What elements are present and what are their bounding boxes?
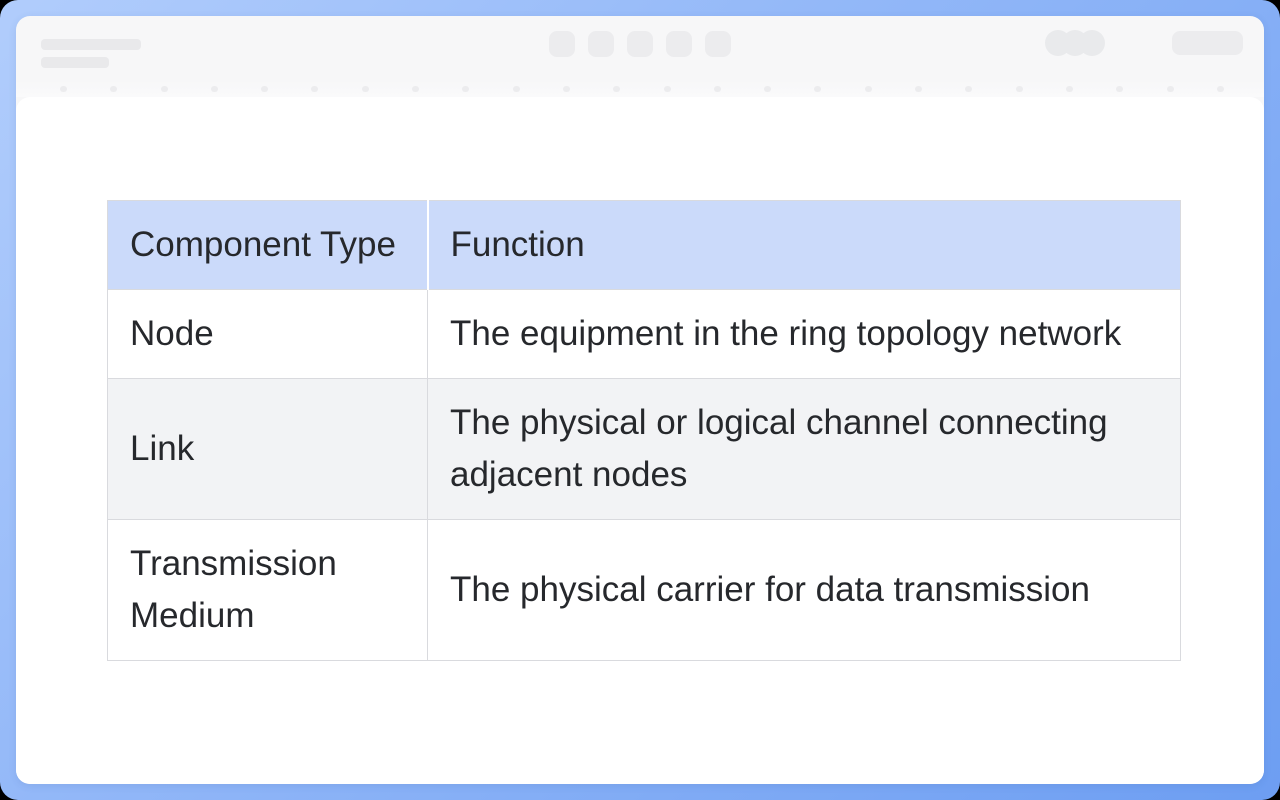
toolbar-button-icon[interactable]	[666, 31, 692, 57]
decorative-dot	[110, 85, 118, 92]
component-type-cell: Node	[107, 289, 428, 379]
browser-window: Component Type Function Node The equipme…	[16, 16, 1264, 784]
table-header-row: Component Type Function	[107, 200, 1181, 290]
component-type-cell: Link	[107, 378, 428, 520]
table-row: Link The physical or logical channel con…	[107, 378, 1181, 520]
function-cell: The physical or logical channel connecti…	[427, 378, 1181, 520]
table-row: Transmission Medium The physical carrier…	[107, 519, 1181, 661]
decorative-dot	[160, 85, 168, 92]
decorative-dot	[1216, 85, 1224, 92]
logo-placeholder	[41, 38, 141, 68]
decorative-dot	[60, 85, 67, 92]
decorative-dot	[412, 85, 420, 92]
decorative-dot	[764, 85, 772, 92]
decorative-dot	[663, 85, 671, 92]
decorative-dot	[361, 85, 369, 92]
toolbar-button-icon[interactable]	[588, 31, 614, 57]
toolbar-button-icon[interactable]	[549, 31, 575, 57]
decorative-dot	[713, 85, 721, 92]
toolbar-button-icon[interactable]	[627, 31, 653, 57]
decorative-dot	[1166, 85, 1174, 92]
decorative-dot	[462, 85, 470, 92]
toolbar-button-icon[interactable]	[705, 31, 731, 57]
column-header-function: Function	[426, 200, 1181, 290]
decorative-dot	[311, 85, 319, 92]
components-table: Component Type Function Node The equipme…	[107, 200, 1181, 661]
column-header-component-type: Component Type	[107, 200, 428, 290]
component-type-cell: Transmission Medium	[107, 519, 428, 661]
logo-bar-bottom	[41, 56, 109, 68]
table-row: Node The equipment in the ring topology …	[107, 289, 1181, 379]
decorative-dot	[915, 85, 923, 92]
decorative-dot	[1065, 85, 1073, 92]
decorative-dot	[261, 85, 269, 92]
dots-row	[16, 80, 1264, 97]
logo-bar-top	[41, 38, 141, 50]
toolbar-button-group	[549, 31, 731, 57]
decorative-dot	[210, 85, 218, 92]
decorative-dot	[965, 85, 973, 92]
avatar-group	[1045, 30, 1105, 56]
avatar[interactable]	[1079, 30, 1105, 56]
function-cell: The physical carrier for data transmissi…	[427, 519, 1181, 661]
decorative-dot	[864, 85, 872, 92]
action-pill-button[interactable]	[1172, 31, 1243, 55]
toolbar	[16, 16, 1264, 80]
decorative-dot	[1015, 85, 1023, 92]
decorative-dot	[562, 85, 570, 92]
decorative-dot	[613, 85, 621, 92]
toolbar-right-group	[1045, 30, 1243, 56]
decorative-dot	[1116, 85, 1124, 92]
page-content: Component Type Function Node The equipme…	[16, 97, 1264, 784]
function-cell: The equipment in the ring topology netwo…	[427, 289, 1181, 379]
decorative-dot	[512, 85, 520, 92]
decorative-dot	[814, 85, 822, 92]
